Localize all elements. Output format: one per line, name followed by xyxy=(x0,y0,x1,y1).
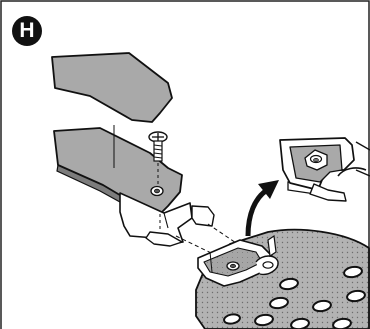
side-bracket xyxy=(279,137,370,202)
step-label: H xyxy=(19,19,35,42)
perforated-base xyxy=(195,228,370,329)
base-clip xyxy=(197,234,279,287)
curved-arrow-icon xyxy=(245,180,279,237)
mount-bracket xyxy=(119,192,215,247)
screw-icon xyxy=(148,131,168,162)
letter-badge-icon: H xyxy=(12,16,42,46)
upper-plate xyxy=(51,52,173,123)
